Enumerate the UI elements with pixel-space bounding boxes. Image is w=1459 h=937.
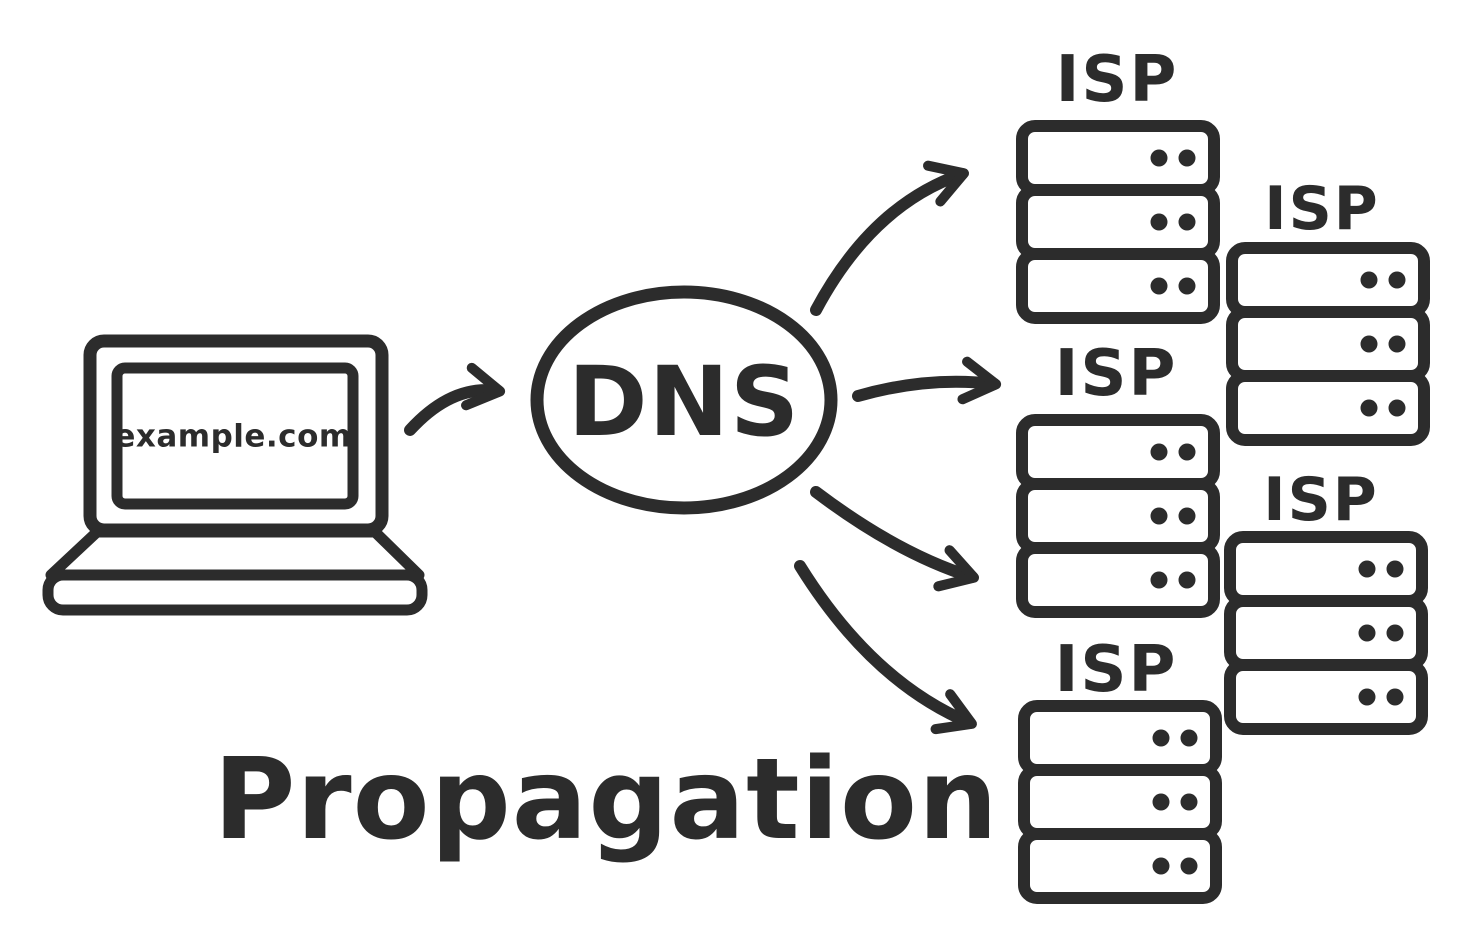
diagram-caption: Propagation (213, 735, 999, 865)
arrow-dns-to-isp-4 (794, 560, 977, 735)
dns-node-label: DNS (567, 346, 801, 458)
isp-label-1: ISP (1055, 43, 1179, 117)
isp-label-4: ISP (1263, 465, 1379, 535)
isp-server-stack-1 (1022, 126, 1214, 318)
isp-server-stack-2 (1232, 248, 1424, 440)
isp-label-2: ISP (1264, 174, 1380, 244)
arrow-dns-to-isp-2 (852, 356, 1002, 405)
isp-server-stack-5 (1024, 706, 1216, 898)
dns-ellipse (530, 285, 838, 515)
arrow-dns-to-isp-1 (810, 160, 970, 316)
isp-server-stack-3 (1022, 420, 1214, 612)
isp-label-3: ISP (1054, 337, 1178, 411)
isp-server-stack-4 (1230, 537, 1422, 729)
arrow-dns-to-isp-3 (810, 486, 980, 592)
arrow-client-to-dns (404, 362, 506, 436)
laptop-icon (42, 334, 428, 616)
isp-label-5: ISP (1054, 633, 1178, 707)
client-screen-text: example.com (114, 418, 352, 455)
